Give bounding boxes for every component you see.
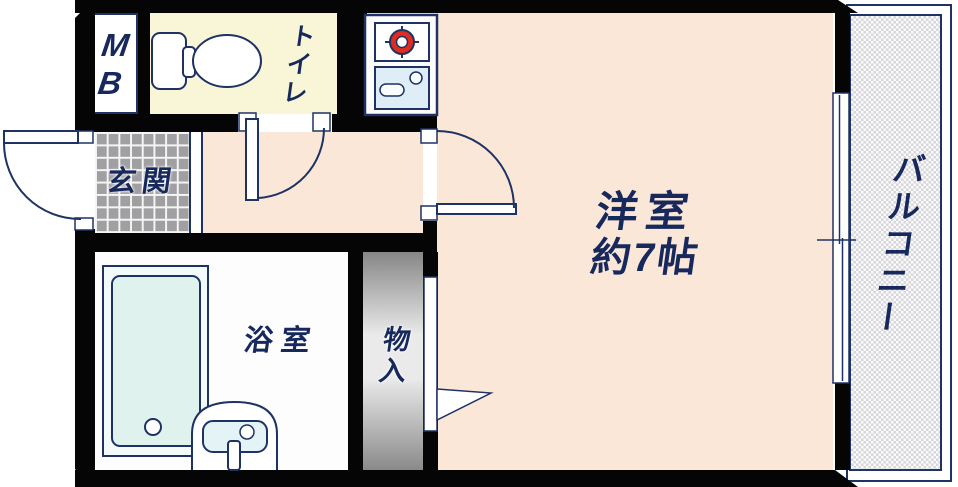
hallway-area [202,132,423,233]
kitchenette [363,13,439,117]
closet-area [363,252,423,470]
balcony-floor [849,14,942,471]
wall-closet-room [423,252,438,470]
wall-left-lower [75,229,95,487]
entrance-area [95,132,189,233]
wall-mb-toilet [138,13,150,114]
entrance-step [189,132,203,233]
wall-left-upper [75,0,95,132]
wall-top [75,0,858,13]
wall-bath-closet [348,252,363,470]
western-room-size-label: 約7帖 [587,236,703,280]
wall-right-upper [835,13,850,95]
western-room-area [437,13,833,470]
western-room-label: 洋室 [592,188,700,235]
entrance-label: 玄関 [104,166,180,198]
wall-right-lower [835,381,850,470]
wall-hall-bottom [75,233,437,252]
stove-burner-icon [374,22,430,62]
wall-toilet-right [337,13,367,114]
toilet-door-opening [238,114,332,132]
wall-bottom [75,470,858,487]
bathroom-area [95,252,348,470]
bathroom-label: 浴室 [241,325,321,357]
entrance-door [3,130,94,231]
meter-box-area [93,13,138,114]
kitchen-sink-icon [374,66,430,110]
room-door-opening [423,132,437,221]
